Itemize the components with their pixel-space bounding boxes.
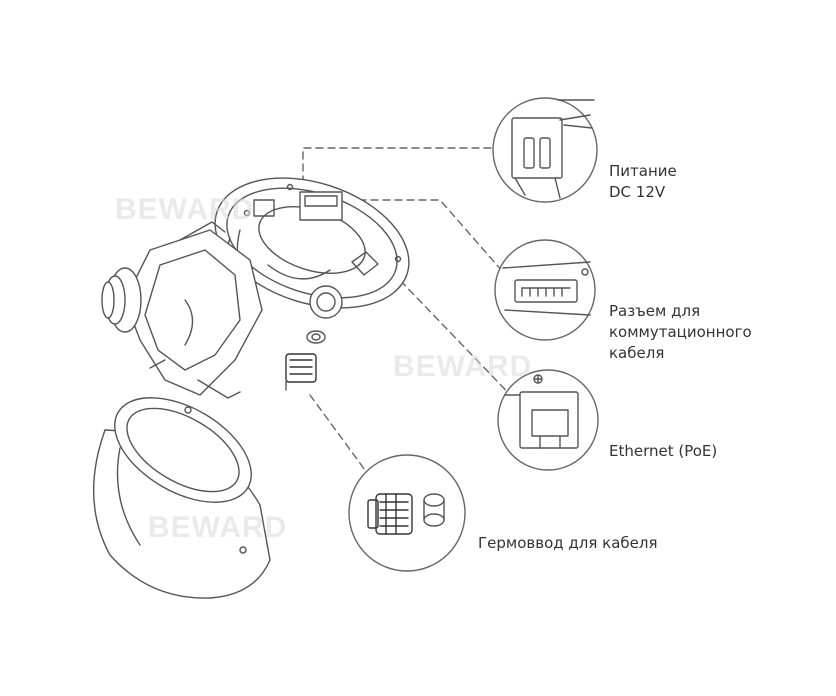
detail-gland [348, 454, 466, 572]
label-comm: Разъем для коммутационного кабеля [609, 301, 752, 364]
detail-comm [494, 239, 596, 341]
label-ethernet-line1: Ethernet (PoE) [609, 442, 718, 460]
label-comm-line3: кабеля [609, 344, 665, 362]
gland-parts-small [285, 330, 326, 391]
label-power-line1: Питание [609, 162, 677, 180]
label-comm-line2: коммутационного [609, 323, 752, 341]
watermark-bottom: BEWARD [148, 511, 288, 544]
detail-power [492, 97, 598, 203]
label-comm-line1: Разъем для [609, 302, 701, 320]
camera-module [101, 221, 263, 399]
label-gland-line1: Гермоввод для кабеля [478, 534, 658, 552]
leader-power [302, 147, 497, 184]
label-power: Питание DC 12V [609, 161, 677, 203]
mounting-base [214, 177, 410, 319]
label-power-line2: DC 12V [609, 183, 666, 201]
label-gland: Гермоввод для кабеля [478, 533, 657, 554]
watermark-middle: BEWARD [393, 350, 533, 383]
label-ethernet: Ethernet (PoE) [609, 441, 717, 462]
detail-ethernet [497, 369, 599, 471]
leader-gland [309, 394, 366, 471]
dome-cover [93, 397, 271, 599]
watermark-top: BEWARD [115, 193, 255, 226]
